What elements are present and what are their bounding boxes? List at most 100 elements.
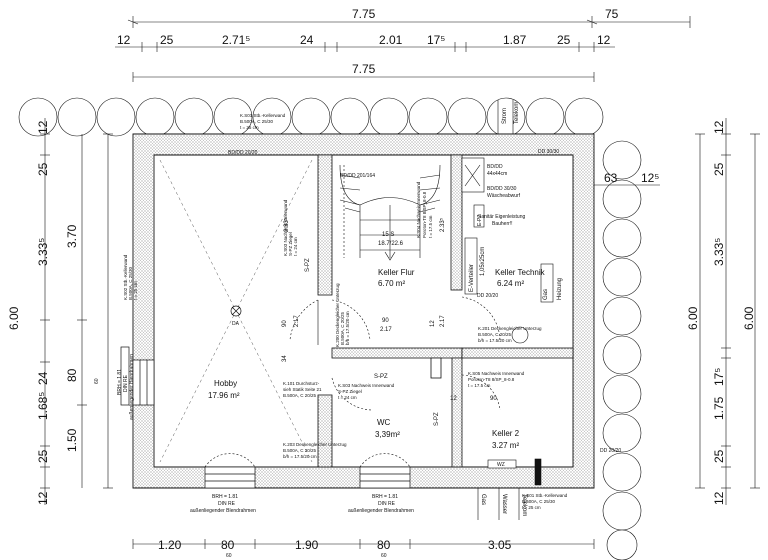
brh-bot1-2: DIN RE: [218, 501, 236, 507]
note-left-wall-3: t = 25 cm: [133, 281, 138, 300]
note-technik-sturz-2: B.500A, C 20/25: [478, 332, 512, 337]
label-gas-pipe: Gas: [480, 494, 486, 505]
dim-left-1: 25: [36, 162, 50, 176]
stair-bd: BD/DD 201/164: [340, 173, 375, 179]
brh-bot1-1: BRH = 1.81: [212, 494, 238, 500]
note-bot-sturz-2: B.500A, C 20/25: [283, 448, 317, 453]
label-sanitaer1: Sanitär Eigenleistung: [478, 214, 525, 220]
note-wc-wall-2: S-PZ Ziegel: [338, 389, 362, 394]
label-bd-hobby: BD/DD 20/20: [228, 150, 258, 156]
dim-left-0: 12: [36, 120, 50, 134]
dim-top-total: 7.75: [352, 7, 376, 21]
note-top-wall-1: K.S01 Stb.-Kellerwand: [240, 113, 286, 118]
utility-lines: [477, 100, 520, 520]
left-window: [120, 346, 155, 406]
label-telekom-bot: Telekom: [521, 494, 527, 516]
note-bot-sturz-1: K.203 Deckengleicher Unterzug: [283, 442, 347, 447]
dim-left-mid-0: 3.70: [65, 224, 79, 248]
dim-right-0: 12: [712, 120, 726, 134]
note-decken-3: b/h = 17.5/20 cm: [345, 311, 350, 345]
dim-bottom-60a: 60: [226, 553, 232, 559]
note-k2-wall-1: K.S05 Nachweis Innenwand: [468, 371, 525, 376]
note-k2-wall-3: t = 17.5 cm: [468, 383, 491, 388]
stair: [339, 164, 441, 261]
label-wasser: Wasser: [501, 494, 507, 514]
label-dd2020b: DD 20/20: [600, 448, 621, 454]
dim-bottom-3: 80: [377, 538, 391, 552]
dim-top-0: 12: [117, 33, 131, 47]
label-dd-right: DD 30/30: [538, 149, 559, 155]
dim-top-6: 1.87: [503, 33, 527, 47]
dim-bottom-4: 3.05: [488, 538, 512, 552]
dim-right-total-outer: 6.00: [742, 306, 756, 330]
note-bot-wall-2: B.500A, C 25/30: [522, 499, 556, 504]
dim-top-1: 25: [160, 33, 174, 47]
dim-flur-217: 2.17: [380, 327, 392, 333]
note-sturz-2: sieh Statik Seite 21: [283, 387, 322, 392]
bottom-dimensions: [132, 539, 595, 549]
dim-k2-12: 12: [450, 396, 457, 402]
dim-k2-90: 90: [490, 396, 497, 402]
dim-top-right: 75: [605, 7, 619, 21]
note-wc-wall-3: t = 24 cm: [338, 395, 357, 400]
stair-ratio: 18.7/22.6: [378, 241, 404, 247]
left-dimensions: [40, 118, 113, 505]
dim-top-5: 17⁵: [427, 33, 445, 47]
dim-left-60: 60: [94, 378, 100, 384]
dim-right-total-inner: 6.00: [686, 306, 700, 330]
dim-hobby-217: 2.17: [294, 315, 300, 327]
note-bot-sturz-3: b/h = 17.5/20 cm: [283, 454, 317, 459]
dim-hobby-90: 90: [282, 320, 288, 327]
dim-bottom-2: 1.90: [295, 538, 319, 552]
note-inner-wall-2: S-PZ Ziegel: [288, 232, 293, 256]
dim-left-mid-2: 1.50: [65, 428, 79, 452]
note-decken-1: K.200 Deckengleicher Unterzug: [335, 283, 340, 347]
note-poroton-1: K.S04 Nachweis Innenwand: [416, 181, 421, 238]
brh-bot2-2: DIN RE: [378, 501, 396, 507]
top-dimensions: [115, 16, 691, 82]
label-sanitaer2: Bauherr!!: [492, 221, 513, 227]
room-keller2-area: 3.27 m²: [492, 441, 519, 450]
interior-walls: [317, 154, 574, 468]
dim-bottom-0: 1.20: [158, 538, 182, 552]
dim-hobby-233: 2.33⁵: [283, 217, 290, 232]
label-spz-hobby: S-PZ: [305, 258, 311, 272]
label-waesche: Wäscheabwurf: [487, 193, 521, 199]
label-bd30: BD/DD 30/30: [487, 186, 517, 192]
room-wc-area: 3,39m²: [375, 430, 400, 439]
label-heizung: Heizung: [557, 278, 563, 300]
note-inner-wall-1: K.S03 Nachweis Innenwand: [283, 199, 288, 256]
brh-left-3: außenliegender Blendrahmen: [129, 354, 135, 420]
label-everteiler: E-Verteiler: [469, 264, 475, 292]
note-top-wall-2: B.500A, C 25/30: [240, 119, 274, 124]
label-everteiler-size: 1,05x25cm: [480, 247, 486, 276]
dim-right-2: 3.33⁵: [712, 238, 726, 266]
note-decken-2: B.500A, C 20/25: [340, 311, 345, 345]
label-strom-top: Strom: [502, 108, 508, 124]
dim-left-3: 24: [36, 371, 50, 385]
brh-bot2-3: außenliegender Blendrahmen: [348, 508, 414, 514]
dim-top-8: 12: [597, 33, 611, 47]
dim-right-1: 25: [712, 162, 726, 176]
label-wz: WZ: [497, 462, 505, 468]
label-epz: E-PZ: [477, 215, 483, 226]
dim-top-3: 24: [300, 33, 314, 47]
dim-right-6: 12: [712, 491, 726, 505]
note-left-wall-2: B.500A, C 25/30: [128, 266, 133, 300]
note-bot-wall-1: K.S01 Stb.-Kellerwand: [522, 493, 568, 498]
label-bd44: BD/DD: [487, 164, 503, 170]
label-spz-wc: S-PZ: [374, 374, 388, 380]
hedge-right: [602, 140, 642, 560]
da-label: DA: [232, 321, 240, 327]
hedge-top: [18, 97, 604, 137]
room-wc-name: WC: [377, 418, 391, 427]
doors: [204, 296, 501, 468]
room-flur-area: 6.70 m²: [378, 279, 405, 288]
note-sturz-3: B.500A, C 20/25: [283, 393, 317, 398]
note-technik-sturz-1: K.201 Deckengleicher Unterzug: [478, 326, 542, 331]
label-dd2020: DD 20/20: [477, 293, 498, 299]
stair-count: 15 S: [382, 232, 394, 238]
room-technik-area: 6.24 m²: [497, 279, 524, 288]
dim-left-2: 3.33⁵: [36, 238, 50, 266]
